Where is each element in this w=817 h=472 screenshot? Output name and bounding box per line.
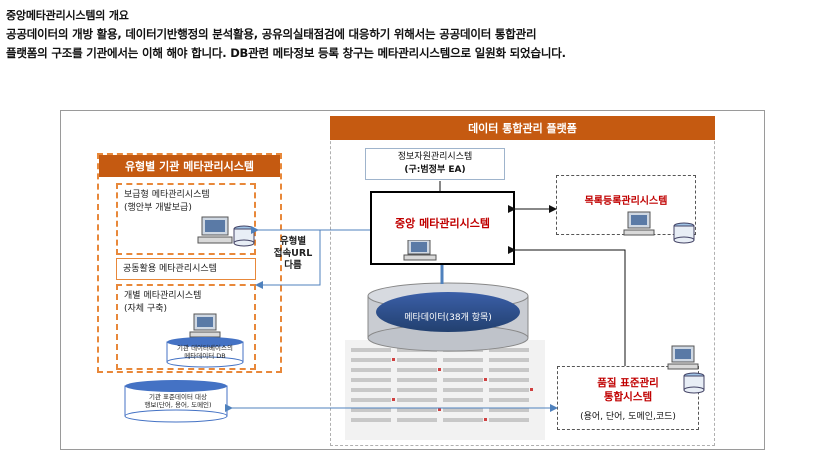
metadata-db-icon [367, 282, 529, 352]
distributed-meta-system-label: 보급형 메타관리시스템 [124, 190, 210, 200]
individual-meta-system-sub: (자체 구축) [124, 304, 168, 314]
computer-icon [403, 240, 437, 261]
org-meta-systems-group [97, 153, 282, 373]
metadata-db-label: 메타데이터(38개 항목) [404, 313, 492, 323]
intro-line-2: 플랫폼의 구조를 기관에서는 이해 해야 합니다. DB관련 메타정보 등록 창… [6, 46, 566, 60]
platform-title: 데이터 통합관리 플랫폼 [330, 116, 715, 140]
standard-data-db-label: 기관 표준데이터 대상 행보(단어, 용어, 도메인) [144, 393, 212, 409]
central-meta-system-label: 중앙 메타관리시스템 [395, 217, 490, 230]
org-metadata-db-icon [166, 337, 244, 368]
info-resource-system-sub: (구:범정부 EA) [404, 165, 466, 175]
distributed-meta-system-box: 보급형 메타관리시스템 (행안부 개발보급) [116, 183, 256, 255]
computer-icon [197, 216, 255, 247]
distributed-meta-system-sub: (행안부 개발보급) [124, 203, 192, 213]
org-meta-systems-title: 유형별 기관 메타관리시스템 [99, 155, 280, 177]
intro-line-1: 공공데이터의 개방 활용, 데이터기반행정의 분석활용, 공유의실태점검에 대응… [6, 27, 537, 41]
url-note: 유형별 접속URL 다름 [273, 236, 313, 271]
info-resource-system-label: 정보자원관리시스템 [397, 152, 473, 162]
individual-meta-system-label: 개별 메타관리시스템 [124, 291, 202, 301]
info-resource-system-box: 정보자원관리시스템 (구:범정부 EA) [365, 148, 505, 180]
catalog-registration-system-box: 목록등록관리시스템 [556, 175, 696, 235]
intro-text: 중앙메타관리시스템의 개요 공공데이터의 개방 활용, 데이터기반행정의 분석활… [6, 6, 811, 63]
standard-data-db-icon [124, 380, 228, 423]
quality-standard-system-label-2: 통합시스템 [603, 391, 653, 403]
catalog-registration-system-label: 목록등록관리시스템 [584, 196, 668, 207]
computer-icon [667, 345, 705, 394]
quality-standard-system-box: 품질 표준관리 통합시스템 (용어, 단어, 도메인,코드) [557, 366, 699, 430]
quality-standard-system-label: 품질 표준관리 [597, 377, 659, 389]
shared-meta-system-box: 공동활용 메타관리시스템 [116, 258, 256, 280]
org-metadata-db-label: 기관 데이터베이스의 메타데이터 DB [177, 344, 233, 360]
computer-icon [623, 211, 695, 244]
shared-meta-system-label: 공동활용 메타관리시스템 [123, 264, 217, 274]
metadata-table-thumbnail [345, 340, 545, 440]
quality-standard-system-scope: (용어, 단어, 도메인,코드) [580, 412, 676, 422]
central-meta-system-box: 중앙 메타관리시스템 [370, 191, 515, 265]
intro-title: 중앙메타관리시스템의 개요 [6, 9, 129, 22]
